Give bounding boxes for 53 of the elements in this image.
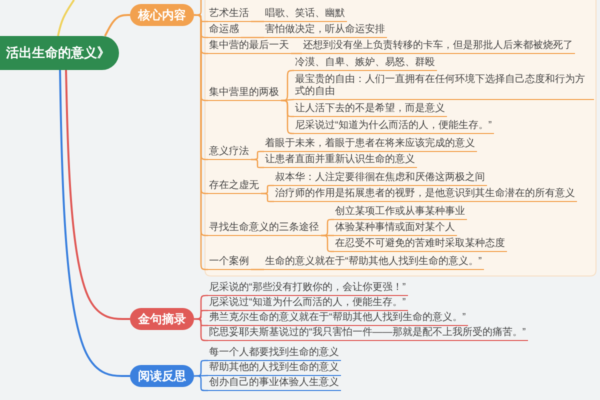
branch-line	[291, 52, 302, 54]
subtopic-label: 寻找生命意义的三条途径	[208, 222, 321, 236]
subtopic-label: 害怕做决定，听从命运安排	[264, 24, 387, 38]
branch-line	[194, 375, 208, 392]
main-topic-node: 阅读反思	[130, 365, 194, 387]
subtopic-label: 陀思妥耶夫斯基说过的“我只害怕一件——那就是配不上我所受的痛苦。”	[208, 327, 528, 341]
branch-line	[321, 218, 334, 236]
subtopic-label: 意义疗法	[208, 146, 251, 160]
branch-line	[65, 70, 130, 320]
branch-line	[251, 20, 264, 22]
subtopic-label: 尼采说的“那些没有打败你的，会让你更强！”	[208, 282, 408, 296]
subtopic-label: 治疗师的作用是拓展患者的视野，是他意识到其生命潜在的所有意义	[274, 188, 577, 202]
branch-line	[251, 158, 264, 168]
branch-line	[280, 98, 294, 102]
branch-line	[194, 374, 208, 377]
subtopic-label: 着眼于未来，着眼于患者在将来应该完成的意义	[264, 138, 477, 152]
branch-line	[321, 234, 334, 252]
branch-line	[104, 14, 130, 36]
subtopic-label: 在忍受不可避免的苦难时采取某种态度	[334, 238, 507, 252]
subtopic-label: 存在之虚无	[208, 180, 261, 194]
subtopic-label: 艺术生活	[208, 8, 251, 22]
central-topic-node: 活出生命的意义》	[0, 36, 119, 70]
subtopic-label: 还想到没有坐上负责转移的卡车，但是那批人后来都被烧死了	[302, 40, 575, 54]
subtopic-label: 创立某项工作或从事某种事业	[334, 206, 467, 220]
branch-line	[241, 36, 264, 38]
subtopic-label: 尼采说过“知道为什么而活的人，便能生存。”	[294, 120, 494, 134]
subtopic-label: 生命的意义就在于“帮助其他人找到生命的意义。”	[264, 256, 484, 270]
branch-line	[281, 100, 295, 134]
subtopic-label: 最宝贵的自由：人们一直拥有在任何环境下选择自己态度和行为方式的自由	[294, 74, 594, 100]
subtopic-label: 一个案例	[208, 256, 251, 270]
subtopic-label: 创办自己的事业体验人生意义	[208, 377, 341, 391]
subtopic-label: 唱歌、笑话、幽默	[264, 8, 347, 22]
subtopic-label: 冷漠、自卑、嫉妒、易怒、群殴	[294, 57, 437, 71]
main-topic-node: 核心内容	[130, 4, 194, 26]
branch-line	[194, 294, 208, 320]
subtopic-label: 命运感	[208, 24, 241, 38]
subtopic-label: 让患者直面并重新认识生命的意义	[264, 154, 417, 168]
subtopic-label: 集中营的最后一天	[208, 40, 291, 54]
subtopic-label: 尼采说过“知道为什么而活的人，便能生存。”	[208, 297, 408, 311]
subtopic-label: 每一个人都要找到生命的意义	[208, 347, 341, 361]
subtopic-label: 集中营里的两极	[208, 87, 281, 101]
branch-line	[194, 14, 208, 270]
branch-line	[59, 70, 130, 377]
subtopic-label: 帮助其他的人找到生命的意义	[208, 362, 341, 376]
main-topic-node: 金句摘录	[130, 308, 194, 330]
branch-line	[57, 0, 75, 36]
subtopic-label: 叔本华：人注定要徘徊在焦虑和厌倦这两极之间	[274, 172, 487, 186]
branch-line	[194, 318, 208, 342]
branch-line	[251, 268, 264, 270]
subtopic-label: 弗兰克尔生命的意义就在于“帮助其他人找到生命的意义。”	[208, 312, 468, 326]
branch-line	[261, 192, 274, 202]
subtopic-label: 让人活下去的不是希望，而是意义	[294, 103, 447, 117]
subtopic-label: 体验某种事情或面对某个人	[334, 222, 457, 236]
